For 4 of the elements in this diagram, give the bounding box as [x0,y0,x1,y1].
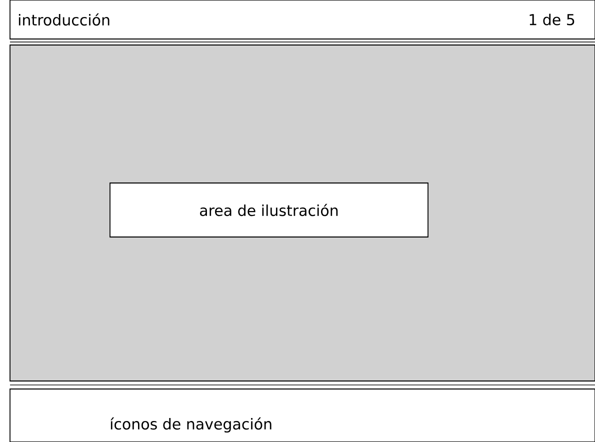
footer-bar: íconos de navegación [10,388,595,442]
illustration-area [10,44,595,382]
label-box: area de ilustración [110,182,428,238]
header-bar: introducción 1 de 5 [10,0,595,40]
